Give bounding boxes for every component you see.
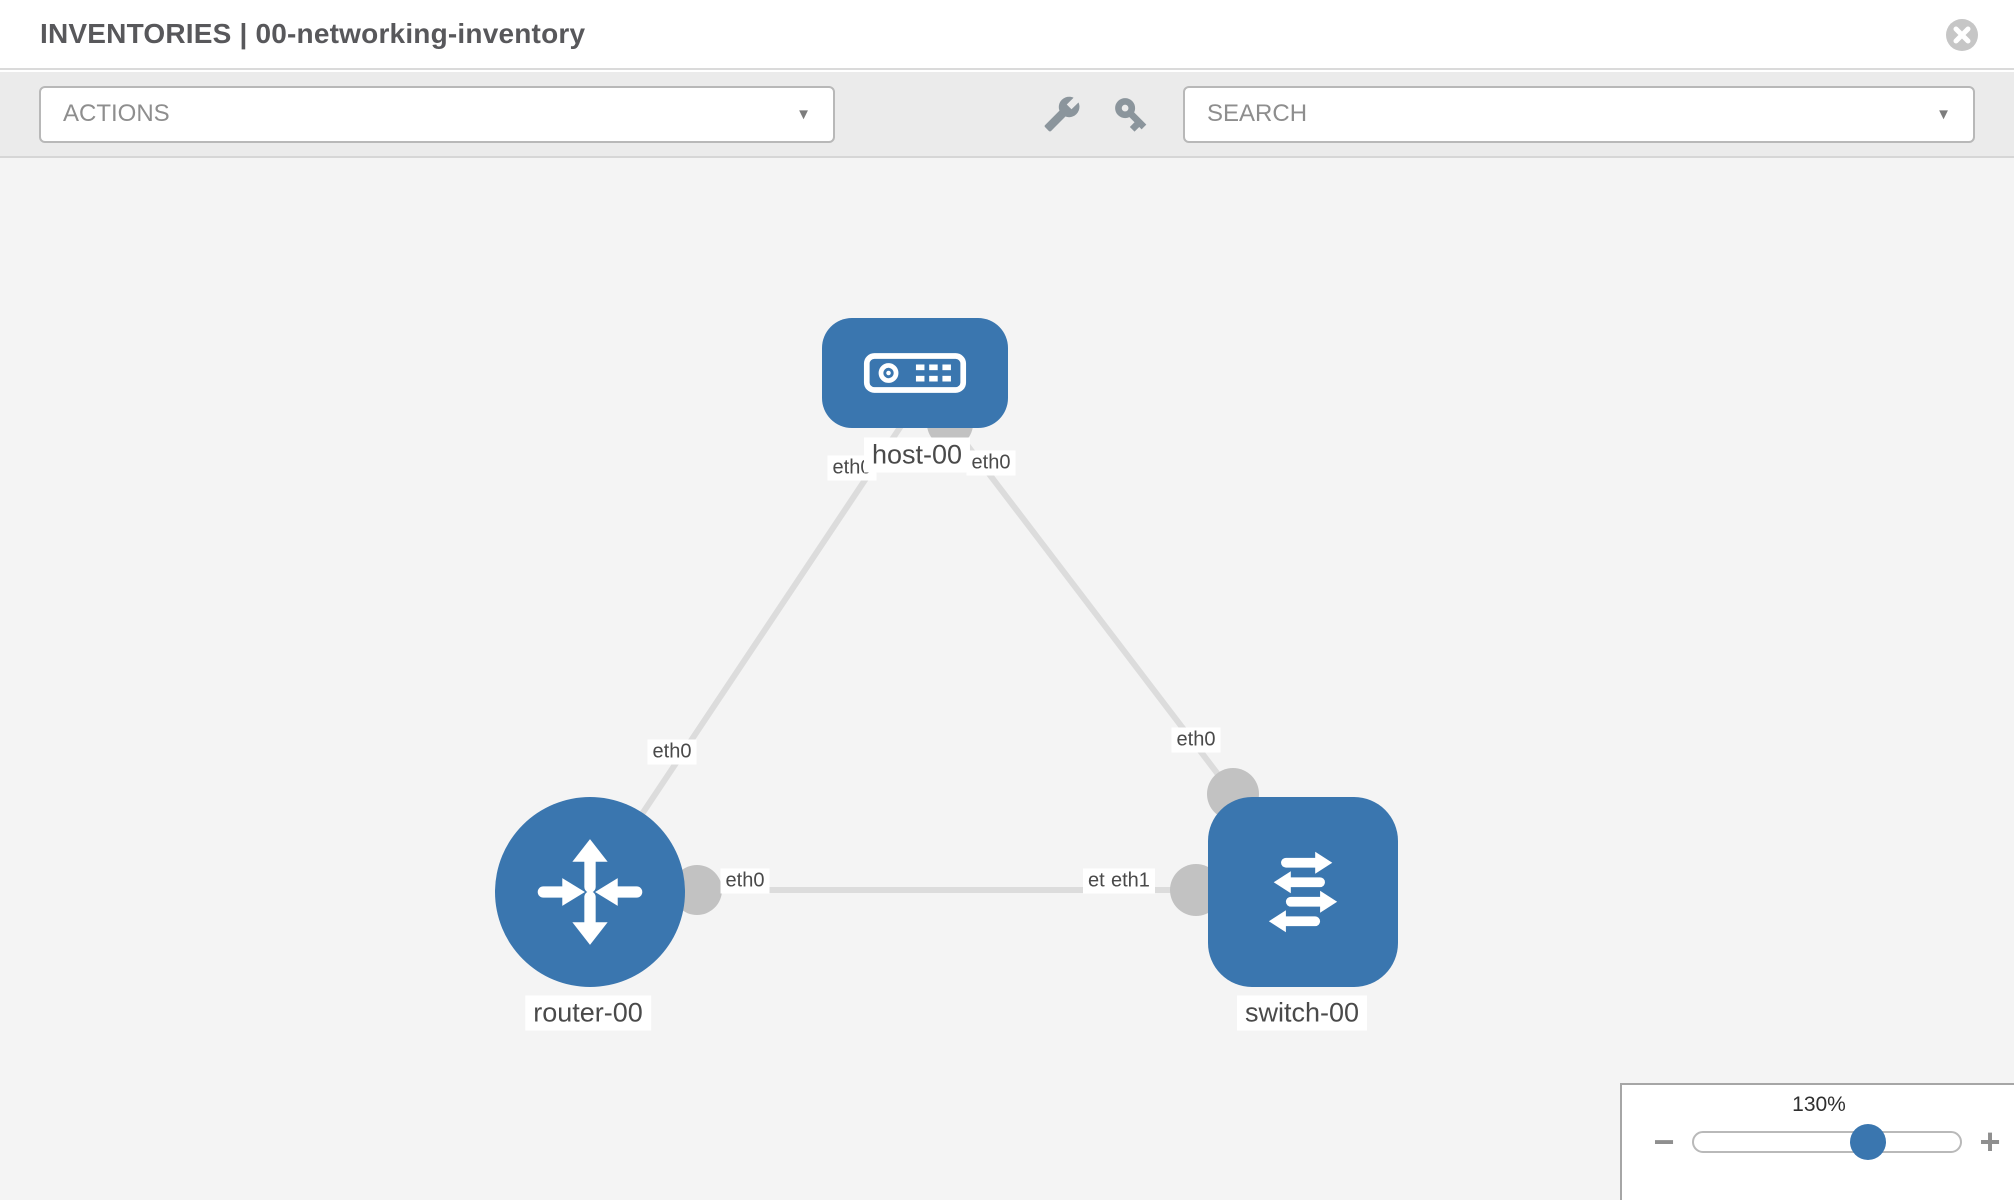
node-host-00[interactable] xyxy=(822,318,1008,428)
chevron-down-icon: ▼ xyxy=(1936,105,1951,123)
zoom-slider[interactable] xyxy=(1692,1124,1962,1160)
host-icon xyxy=(863,353,967,393)
zoom-controls-row: − + xyxy=(1622,1124,2014,1160)
router-icon xyxy=(537,839,643,945)
chevron-down-icon: ▼ xyxy=(796,105,811,123)
node-label-router-00: router-00 xyxy=(525,995,651,1031)
switch-icon xyxy=(1268,851,1338,933)
search-dropdown-label: SEARCH xyxy=(1207,100,1308,127)
iface-label-host-eth0-right: eth0 xyxy=(966,450,1016,476)
actions-dropdown-label: ACTIONS xyxy=(63,100,170,127)
links-layer xyxy=(587,401,1300,916)
node-router-00[interactable] xyxy=(495,797,685,987)
iface-label-router-eth0: eth0 xyxy=(720,868,770,894)
key-icon xyxy=(1115,98,1147,132)
credentials-button[interactable] xyxy=(1111,94,1151,134)
page-header: INVENTORIES | 00-networking-inventory xyxy=(0,0,2014,70)
zoom-in-button[interactable]: + xyxy=(1976,1124,2004,1160)
iface-label-router-eth0-uplink: eth0 xyxy=(647,739,697,765)
iface-label-switch-eth1: eth1 xyxy=(1106,868,1155,894)
configure-button[interactable] xyxy=(1043,95,1081,133)
topology-canvas[interactable]: eth0 eth0 host-00 eth0 eth0 eth0 eth0 et… xyxy=(0,158,2014,1200)
node-switch-00[interactable] xyxy=(1208,797,1398,987)
node-label-switch-00: switch-00 xyxy=(1236,995,1368,1031)
zoom-panel: 130% − + xyxy=(1620,1083,2014,1200)
node-label-host-00: host-00 xyxy=(863,437,971,473)
search-dropdown[interactable]: SEARCH ▼ xyxy=(1183,85,1975,143)
page-title: INVENTORIES | 00-networking-inventory xyxy=(40,18,586,49)
actions-dropdown[interactable]: ACTIONS ▼ xyxy=(39,85,835,143)
connector-router-right xyxy=(672,865,722,915)
zoom-slider-knob[interactable] xyxy=(1850,1124,1886,1160)
zoom-level-value: 130% xyxy=(1792,1093,1846,1116)
close-button[interactable] xyxy=(1943,16,1981,54)
close-icon xyxy=(1946,19,1978,51)
wrench-icon xyxy=(1044,96,1080,132)
iface-label-switch-eth0: eth0 xyxy=(1171,727,1221,753)
toolbar: ACTIONS ▼ SEARCH ▼ xyxy=(0,72,2014,158)
zoom-out-button[interactable]: − xyxy=(1650,1124,1678,1160)
